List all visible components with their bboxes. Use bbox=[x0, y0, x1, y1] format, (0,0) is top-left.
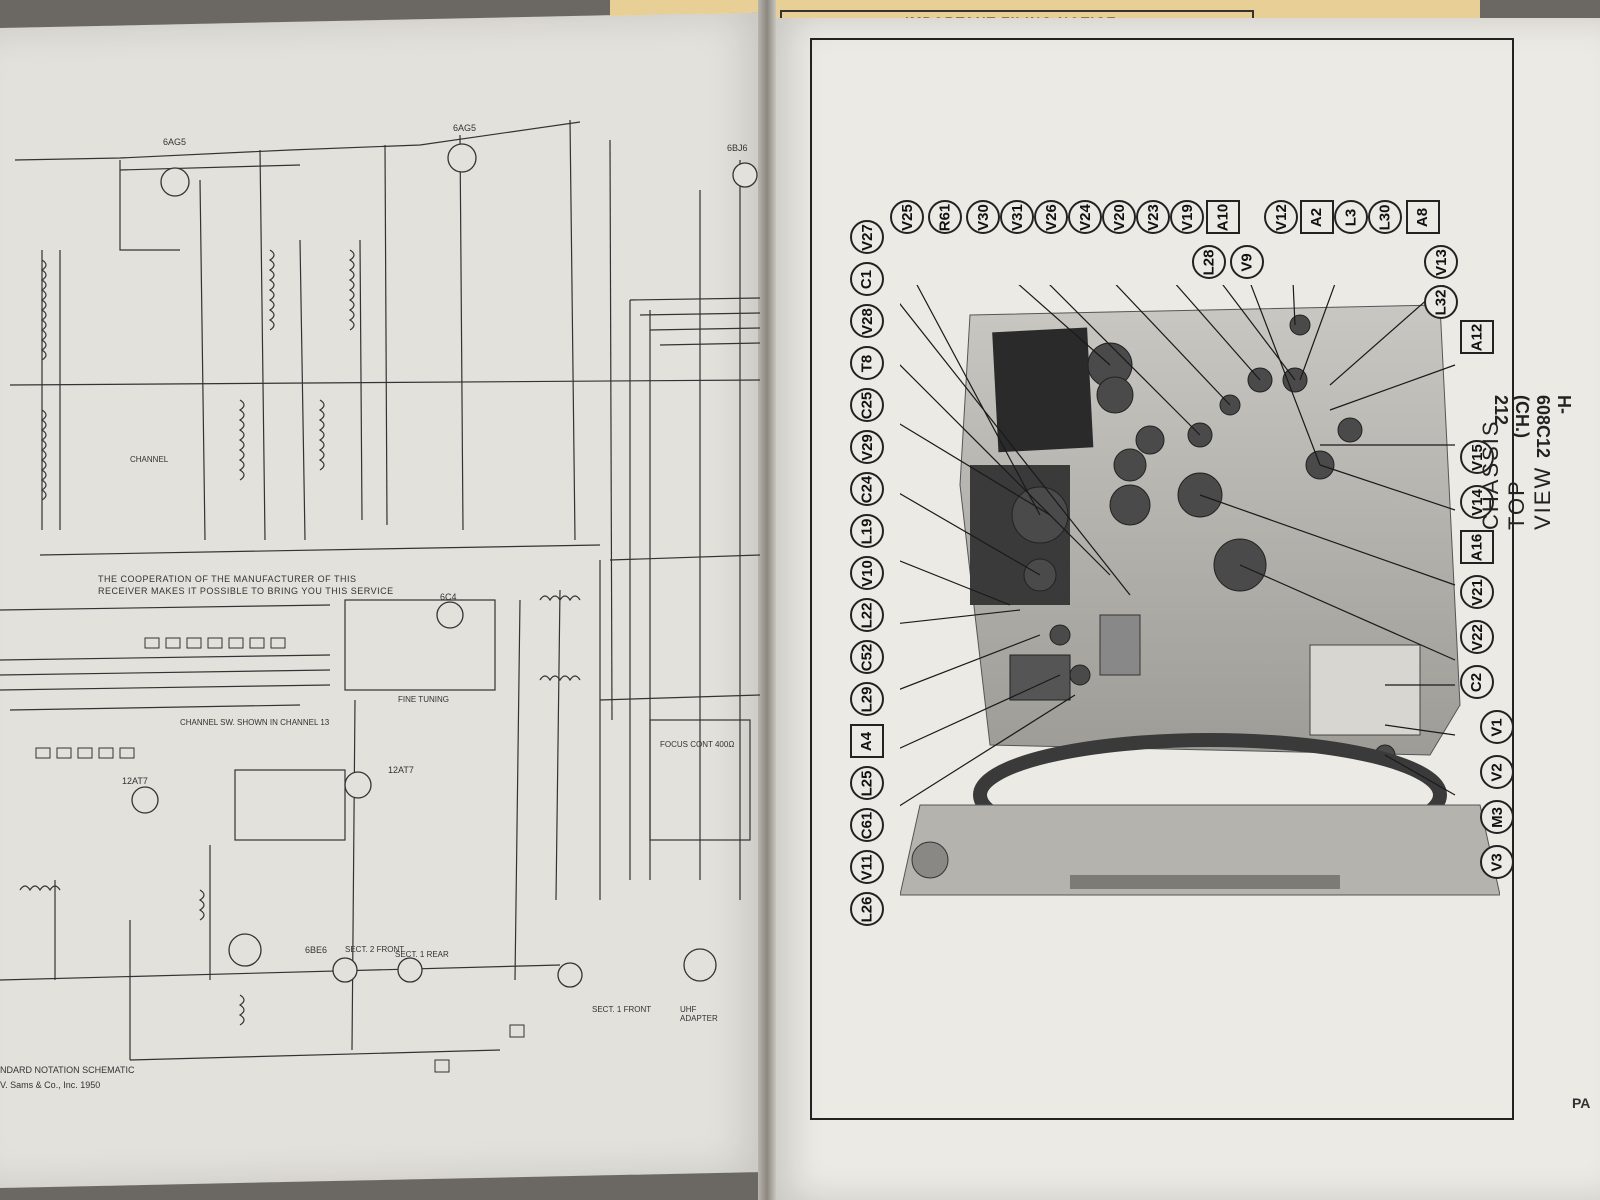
callout-t8: T8 bbox=[850, 346, 884, 380]
focus-control-label: FOCUS CONT 400Ω bbox=[660, 740, 735, 749]
callout-c24: C24 bbox=[850, 472, 884, 506]
schematic-footer-line1: NDARD NOTATION SCHEMATIC bbox=[0, 1065, 135, 1075]
fine-tuning-label: FINE TUNING bbox=[398, 695, 449, 704]
callout-v1: V1 bbox=[1480, 710, 1514, 744]
page-tab: PA bbox=[1572, 1095, 1591, 1111]
callout-v2: V2 bbox=[1480, 755, 1514, 789]
tube-label-v2: 6AG5 bbox=[453, 123, 477, 133]
callout-c61: C61 bbox=[850, 808, 884, 842]
callout-l28: L28 bbox=[1192, 245, 1226, 279]
chassis-photo bbox=[900, 285, 1500, 896]
callout-v31: V31 bbox=[1000, 200, 1034, 234]
callout-m3: M3 bbox=[1480, 800, 1514, 834]
callout-v13: V13 bbox=[1424, 245, 1458, 279]
callout-v30: V30 bbox=[966, 200, 1000, 234]
callout-v27: V27 bbox=[850, 220, 884, 254]
channel-switch-label: CHANNEL SW. SHOWN IN CHANNEL 13 bbox=[180, 718, 330, 727]
callout-l30: L30 bbox=[1368, 200, 1402, 234]
callout-c25: C25 bbox=[850, 388, 884, 422]
sect1-front-label: SECT. 1 FRONT bbox=[592, 1005, 652, 1014]
tube-label-v18: 12AT7 bbox=[388, 765, 414, 775]
callout-v14: V14 bbox=[1460, 485, 1494, 519]
callout-a4: A4 bbox=[850, 724, 884, 758]
callout-c1: C1 bbox=[850, 262, 884, 296]
callout-v9: V9 bbox=[1230, 245, 1264, 279]
callout-l22: L22 bbox=[850, 598, 884, 632]
sect1-rear-label: SECT. 1 REAR bbox=[395, 950, 449, 959]
right-page-frame bbox=[810, 38, 1514, 1120]
callout-v22: V22 bbox=[1460, 620, 1494, 654]
callout-a10: A10 bbox=[1206, 200, 1240, 234]
cooperation-note-line2: RECEIVER MAKES IT POSSIBLE TO BRING YOU … bbox=[98, 586, 394, 596]
callout-v29: V29 bbox=[850, 430, 884, 464]
callout-v28: V28 bbox=[850, 304, 884, 338]
tube-label-v4: 6BJ6 bbox=[727, 143, 748, 153]
callout-v24: V24 bbox=[1068, 200, 1102, 234]
schematic-footer-line2: V. Sams & Co., Inc. 1950 bbox=[0, 1080, 101, 1090]
callout-a8: A8 bbox=[1406, 200, 1440, 234]
callout-v3: V3 bbox=[1480, 845, 1514, 879]
callout-v11: V11 bbox=[850, 850, 884, 884]
callout-r61: R61 bbox=[928, 200, 962, 234]
callout-v26: V26 bbox=[1034, 200, 1068, 234]
callout-l29: L29 bbox=[850, 682, 884, 716]
sect2-front-label: SECT. 2 FRONT bbox=[345, 945, 405, 954]
callout-a12: A12 bbox=[1460, 320, 1494, 354]
model-number: H-608C12 (CH.) 212 bbox=[1491, 395, 1574, 459]
callout-l26: L26 bbox=[850, 892, 884, 926]
uhf-adapter-label: UHF ADAPTER bbox=[680, 1005, 718, 1023]
tube-label-v17: 6BE6 bbox=[305, 945, 328, 955]
callout-c52: C52 bbox=[850, 640, 884, 674]
tube-label-v16: 12AT7 bbox=[122, 776, 148, 786]
channel-label: CHANNEL bbox=[130, 455, 169, 464]
callout-l25: L25 bbox=[850, 766, 884, 800]
cooperation-note-line1: THE COOPERATION OF THE MANUFACTURER OF T… bbox=[98, 574, 357, 584]
callout-v15: V15 bbox=[1460, 440, 1494, 474]
book-gutter bbox=[758, 0, 776, 1200]
callout-v25: V25 bbox=[890, 200, 924, 234]
callout-l19: L19 bbox=[850, 514, 884, 548]
callout-c2: C2 bbox=[1460, 665, 1494, 699]
callout-v19: V19 bbox=[1170, 200, 1204, 234]
callout-v21: V21 bbox=[1460, 575, 1494, 609]
callout-a2: A2 bbox=[1300, 200, 1334, 234]
callout-v12: V12 bbox=[1264, 200, 1298, 234]
callout-v10: V10 bbox=[850, 556, 884, 590]
callout-l32: L32 bbox=[1424, 285, 1458, 319]
tube-label-v3: 6C4 bbox=[440, 592, 457, 602]
callout-v20: V20 bbox=[1102, 200, 1136, 234]
callout-l3: L3 bbox=[1334, 200, 1368, 234]
callout-a16: A16 bbox=[1460, 530, 1494, 564]
tube-label-v1: 6AG5 bbox=[163, 137, 187, 147]
callout-v23: V23 bbox=[1136, 200, 1170, 234]
schematic-drawing bbox=[0, 119, 761, 1073]
